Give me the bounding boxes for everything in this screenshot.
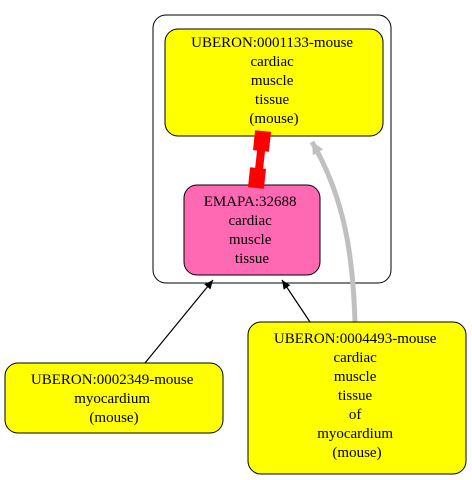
cluster-box — [152, 14, 392, 284]
node-uberon-0004493-line: of — [349, 407, 362, 423]
node-uberon-0002349-line: (mouse) — [89, 410, 138, 426]
node-uberon-0002349-line: myocardium — [74, 391, 150, 407]
node-uberon-0004493-line: UBERON:0004493-mouse — [274, 331, 437, 347]
node-emapa-32688-line: EMAPA:32688 — [204, 194, 297, 210]
node-emapa-32688-line: muscle — [229, 232, 272, 248]
node-uberon-0004493-line: myocardium — [317, 426, 393, 442]
edge-0004493-to-32688 — [281, 279, 311, 323]
node-uberon-0004493-label: UBERON:0004493-mouse cardiac muscle tiss… — [274, 331, 440, 461]
node-uberon-0001133-line: cardiac — [250, 54, 294, 70]
node-uberon-0001133-line: muscle — [251, 73, 294, 89]
edge-0004493-to-0001133 — [309, 140, 358, 323]
node-uberon-0002349-box[interactable] — [4, 362, 224, 434]
node-uberon-0004493-line: (mouse) — [332, 445, 381, 461]
node-uberon-0001133-line: tissue — [255, 92, 290, 108]
edge-0001133-equiv-32688 — [247, 130, 272, 189]
node-uberon-0001133-line: (mouse) — [249, 111, 298, 127]
edge-0002349-to-32688 — [144, 279, 214, 364]
node-emapa-32688-label: EMAPA:32688 cardiac muscle tissue — [204, 194, 301, 267]
node-emapa-32688-line: tissue — [235, 251, 270, 267]
node-uberon-0004493-box[interactable] — [247, 321, 467, 475]
node-uberon-0001133-label: UBERON:0001133-mouse cardiac muscle tiss… — [191, 35, 357, 127]
node-uberon-0002349-line: UBERON:0002349-mouse — [31, 372, 194, 388]
node-uberon-0002349-label: UBERON:0002349-mouse myocardium (mouse) — [31, 372, 197, 426]
node-uberon-0004493-line: muscle — [334, 369, 377, 385]
node-uberon-0001133-box[interactable] — [164, 28, 384, 137]
node-uberon-0004493-line: tissue — [338, 388, 373, 404]
node-emapa-32688-line: cardiac — [228, 213, 272, 229]
node-uberon-0001133-line: UBERON:0001133-mouse — [191, 35, 353, 51]
node-uberon-0004493-line: cardiac — [333, 350, 377, 366]
